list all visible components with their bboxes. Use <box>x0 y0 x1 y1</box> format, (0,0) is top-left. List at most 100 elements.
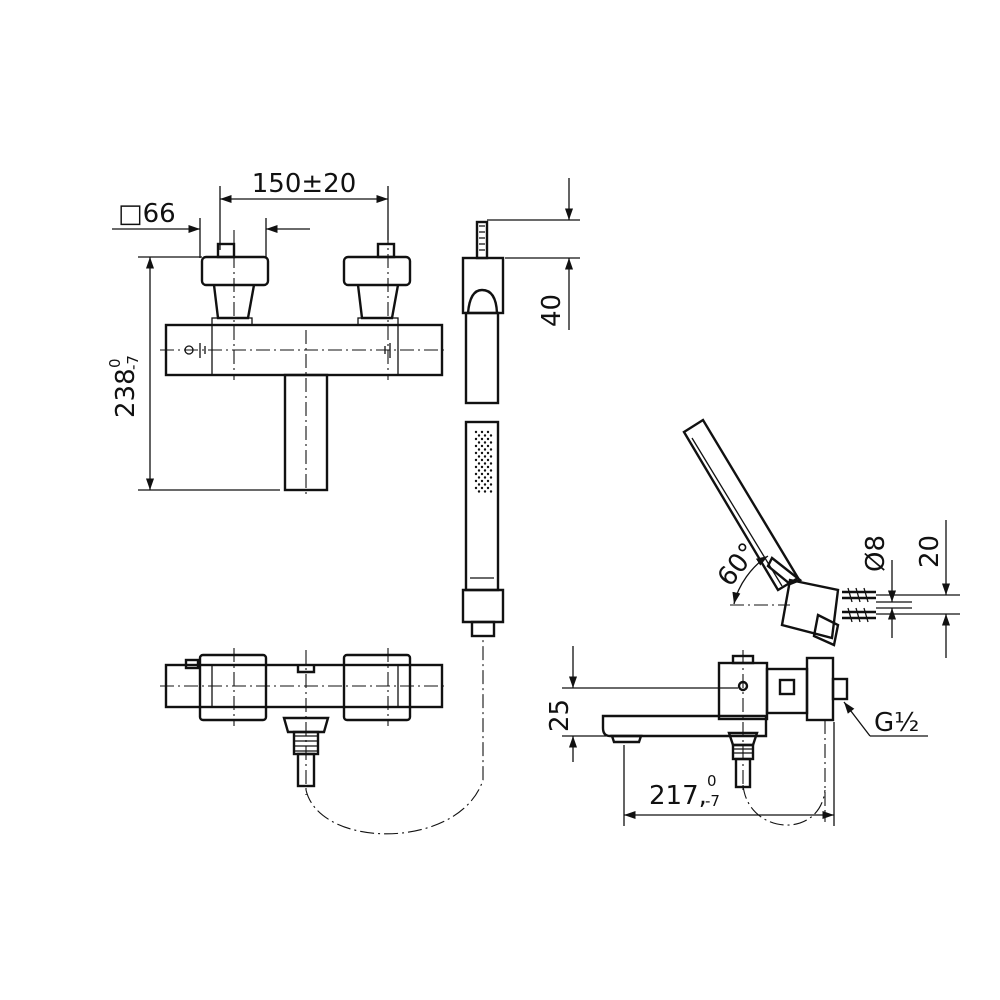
side-hose <box>742 784 826 826</box>
bore-label: Ø8 <box>861 535 891 572</box>
nozzle-dot <box>489 469 493 472</box>
nozzle-dot <box>474 430 478 434</box>
nozzle-dot <box>483 476 487 479</box>
nozzle-dot <box>486 458 490 462</box>
dim-spout-length: 217, 0 -7 <box>623 722 835 826</box>
nozzle-dot <box>480 437 484 441</box>
thread-label: G½ <box>874 708 919 738</box>
nozzle-dot <box>480 430 484 434</box>
nozzle-dot <box>477 469 481 472</box>
right-handle <box>342 255 412 287</box>
front-view <box>160 230 448 495</box>
holder-pin <box>475 220 489 260</box>
nozzle-dot <box>486 465 490 469</box>
nozzle-dot <box>483 483 487 486</box>
nozzle-dot <box>477 490 481 493</box>
height-label: 238 <box>111 368 141 418</box>
spout-tol-upper: 0 <box>707 772 717 790</box>
top-right-handle <box>342 653 412 722</box>
nozzle-dot <box>480 444 484 448</box>
top-view <box>160 648 448 795</box>
nozzle-dot <box>483 455 487 458</box>
spacing-label: 150±20 <box>252 169 357 199</box>
shower-connector <box>470 620 496 638</box>
nozzle-dot <box>474 479 478 483</box>
nozzle-dot <box>483 434 487 437</box>
nozzle-dot <box>489 448 493 451</box>
nozzle-dot <box>486 444 490 448</box>
nozzle-dot <box>474 472 478 476</box>
nozzle-dot <box>480 458 484 462</box>
shower-hose <box>305 640 484 835</box>
nozzle-dot <box>480 479 484 483</box>
nozzle-dot <box>489 490 493 493</box>
nozzle-dot <box>474 437 478 441</box>
nozzle-dot <box>480 465 484 469</box>
shower-handle <box>464 420 500 592</box>
nozzle-dot <box>477 441 481 444</box>
side-connector <box>765 667 809 715</box>
nozzle-dot <box>483 448 487 451</box>
wall-nut <box>831 677 849 701</box>
spout-height-label: 25 <box>545 699 575 732</box>
height-tol-lower: -7 <box>124 355 142 370</box>
nozzle-dot <box>477 462 481 465</box>
square-label: □66 <box>118 199 176 229</box>
thread-callout: G½ <box>843 701 928 738</box>
dim-square: □66 <box>112 199 310 258</box>
nozzle-dot <box>474 458 478 462</box>
nozzle-dot <box>483 462 487 465</box>
hose-nut <box>282 716 330 734</box>
nozzle-dot <box>474 486 478 490</box>
nozzle-dot <box>486 451 490 455</box>
right-handle-neck <box>356 284 400 320</box>
nozzle-dot <box>480 472 484 476</box>
dim-holder: 40 <box>487 178 580 330</box>
nozzle-dot <box>480 486 484 490</box>
spout-length-label: 217, <box>649 781 707 811</box>
hand-shower <box>461 420 505 638</box>
nozzle-dot <box>483 441 487 444</box>
nozzle-dot <box>480 451 484 455</box>
shower-cone <box>461 588 505 624</box>
wall-flange <box>805 656 835 722</box>
nozzle-dot <box>477 434 481 437</box>
top-left-handle <box>198 653 268 722</box>
nozzle-dot <box>489 441 493 444</box>
shower-handle-top <box>464 311 500 405</box>
nozzle-dot <box>486 472 490 476</box>
nozzle-dot <box>477 476 481 479</box>
nozzle-dot <box>486 437 490 441</box>
nozzle-dot <box>486 430 490 434</box>
spout <box>283 373 329 492</box>
nozzle-dot <box>477 483 481 486</box>
wall-anchors <box>842 590 876 620</box>
nozzle-dot <box>483 490 487 493</box>
right-handle-cap <box>376 242 396 259</box>
nozzle-dot <box>489 483 493 486</box>
side-spout <box>601 714 768 738</box>
dim-spacing: 150±20 <box>219 169 389 250</box>
holder-height-label: 40 <box>537 294 567 327</box>
nozzle-dot <box>483 469 487 472</box>
nozzle-dot <box>474 451 478 455</box>
nozzle-dot <box>474 444 478 448</box>
dim-spout-height: 25 <box>545 646 738 762</box>
nozzle-dot <box>486 486 490 490</box>
side-view: 60° Ø8 20 <box>601 418 960 826</box>
wall-holder <box>780 578 840 640</box>
left-handle <box>200 255 270 287</box>
spout-tol-lower: -7 <box>705 792 720 810</box>
nozzle-dot <box>477 448 481 451</box>
nozzle-dot <box>474 465 478 469</box>
nozzle-dot <box>486 479 490 483</box>
nozzle-dot <box>489 434 493 437</box>
height-tol-upper: 0 <box>106 358 124 368</box>
spray-nozzles <box>474 430 493 493</box>
left-handle-cap <box>216 242 236 259</box>
nozzle-dot <box>489 455 493 458</box>
nozzle-dot <box>477 455 481 458</box>
depth-label: 20 <box>915 535 945 568</box>
shower-holder <box>461 220 505 405</box>
